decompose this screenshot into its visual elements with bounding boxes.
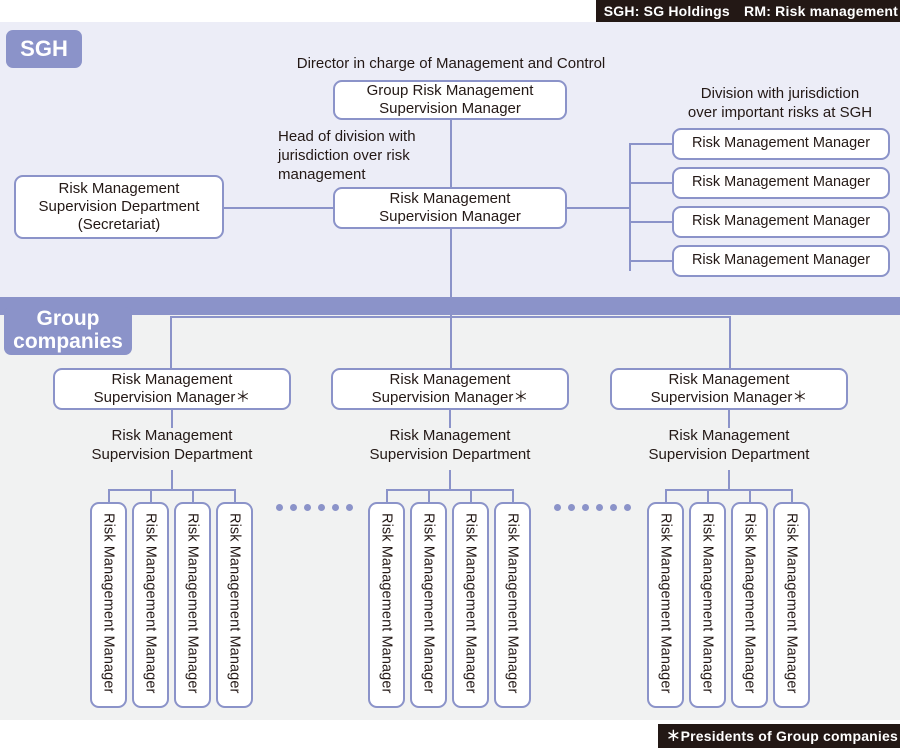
box-sgh-risk-management-manager-1[interactable]: Risk Management Manager — [672, 128, 890, 160]
bracket-company-3-arm-2 — [707, 489, 709, 503]
bracket-company-1-arm-1 — [108, 489, 110, 503]
label-company-2-manager-1: Risk Management Manager — [378, 513, 395, 694]
ellipsis-dots-1 — [276, 504, 353, 511]
label-company-1-manager-3: Risk Management Manager — [184, 513, 201, 694]
box-company-3-risk-management-manager-2[interactable]: Risk Management Manager — [689, 502, 726, 708]
label-company-3-manager-2: Risk Management Manager — [699, 513, 716, 694]
dot — [568, 504, 575, 511]
legend-bottom-footnote: ＊Presidents of Group companies — [658, 724, 900, 748]
dot — [624, 504, 631, 511]
dot — [554, 504, 561, 511]
label-company-3-manager-4: Risk Management Manager — [783, 513, 800, 694]
connector-company-3-dept-to-bracket — [728, 470, 730, 489]
box-company-3-risk-management-manager-1[interactable]: Risk Management Manager — [647, 502, 684, 708]
label-company-2-manager-2: Risk Management Manager — [420, 513, 437, 694]
dot — [346, 504, 353, 511]
bracket-company-2-spine — [386, 489, 514, 491]
connector-bus-to-company-1 — [170, 316, 172, 375]
bracket-company-3-arm-4 — [791, 489, 793, 503]
ellipsis-dots-2 — [554, 504, 631, 511]
box-company-1-risk-management-manager-2[interactable]: Risk Management Manager — [132, 502, 169, 708]
box-company-2-risk-management-manager-3[interactable]: Risk Management Manager — [452, 502, 489, 708]
connector-supervision-to-group-companies — [450, 229, 452, 375]
bracket-company-1-arm-4 — [234, 489, 236, 503]
label-company-3-manager-1: Risk Management Manager — [657, 513, 674, 694]
box-company-2-risk-management-manager-2[interactable]: Risk Management Manager — [410, 502, 447, 708]
caption-director-in-charge: Director in charge of Management and Con… — [296, 55, 606, 72]
bracket-company-2-arm-3 — [470, 489, 472, 503]
bracket-company-1-arm-3 — [192, 489, 194, 503]
badge-group-line1: Group — [36, 307, 100, 331]
bracket-company-1-spine — [108, 489, 236, 491]
connector-group-to-supervision — [450, 116, 452, 188]
label-company-2-manager-4: Risk Management Manager — [504, 513, 521, 694]
box-company-1-risk-management-manager-1[interactable]: Risk Management Manager — [90, 502, 127, 708]
connector-company-1-manager-to-dept — [171, 410, 173, 428]
group-distribution-bus — [170, 316, 731, 318]
bracket-company-3-arm-1 — [665, 489, 667, 503]
connector-supervision-to-bracket — [567, 207, 630, 209]
connector-company-2-dept-to-bracket — [449, 470, 451, 489]
bracket-arm-sgh-manager-1 — [629, 143, 674, 145]
dot — [610, 504, 617, 511]
dot — [304, 504, 311, 511]
dot — [318, 504, 325, 511]
legend-top: SGH: SG Holdings RM: Risk management — [595, 0, 900, 22]
dot — [276, 504, 283, 511]
label-company-2-manager-3: Risk Management Manager — [462, 513, 479, 694]
box-company-1-risk-management-manager-3[interactable]: Risk Management Manager — [174, 502, 211, 708]
bracket-spine-sgh-managers — [629, 143, 631, 271]
connector-bus-to-company-3 — [729, 316, 731, 375]
dot — [596, 504, 603, 511]
box-company-2-risk-management-manager-4[interactable]: Risk Management Manager — [494, 502, 531, 708]
bracket-company-1-arm-2 — [150, 489, 152, 503]
box-sgh-risk-management-manager-3[interactable]: Risk Management Manager — [672, 206, 890, 238]
bracket-company-3-arm-3 — [749, 489, 751, 503]
badge-group-line2: companies — [13, 330, 123, 353]
box-sgh-risk-management-manager-2[interactable]: Risk Management Manager — [672, 167, 890, 199]
dot — [290, 504, 297, 511]
dot — [332, 504, 339, 511]
bracket-company-2-arm-1 — [386, 489, 388, 503]
bracket-company-2-arm-4 — [512, 489, 514, 503]
badge-sgh: SGH — [6, 30, 82, 68]
badge-group-companies: Group companies — [4, 307, 132, 355]
bracket-arm-sgh-manager-4 — [629, 260, 674, 262]
box-company-2-risk-management-manager-1[interactable]: Risk Management Manager — [368, 502, 405, 708]
label-company-1-manager-4: Risk Management Manager — [226, 513, 243, 694]
box-sgh-risk-management-manager-4[interactable]: Risk Management Manager — [672, 245, 890, 277]
bracket-arm-sgh-manager-3 — [629, 221, 674, 223]
box-company-1-risk-management-manager-4[interactable]: Risk Management Manager — [216, 502, 253, 708]
label-company-3-manager-3: Risk Management Manager — [741, 513, 758, 694]
bracket-arm-sgh-manager-2 — [629, 182, 674, 184]
box-company-3-risk-management-manager-4[interactable]: Risk Management Manager — [773, 502, 810, 708]
dot — [582, 504, 589, 511]
label-company-1-manager-1: Risk Management Manager — [100, 513, 117, 694]
connector-company-1-dept-to-bracket — [171, 470, 173, 489]
connector-company-2-manager-to-dept — [449, 410, 451, 428]
connector-company-3-manager-to-dept — [728, 410, 730, 428]
connector-secretariat-to-supervision — [222, 207, 335, 209]
box-company-3-risk-management-manager-3[interactable]: Risk Management Manager — [731, 502, 768, 708]
bracket-company-3-spine — [665, 489, 793, 491]
label-company-1-manager-2: Risk Management Manager — [142, 513, 159, 694]
bracket-company-2-arm-2 — [428, 489, 430, 503]
